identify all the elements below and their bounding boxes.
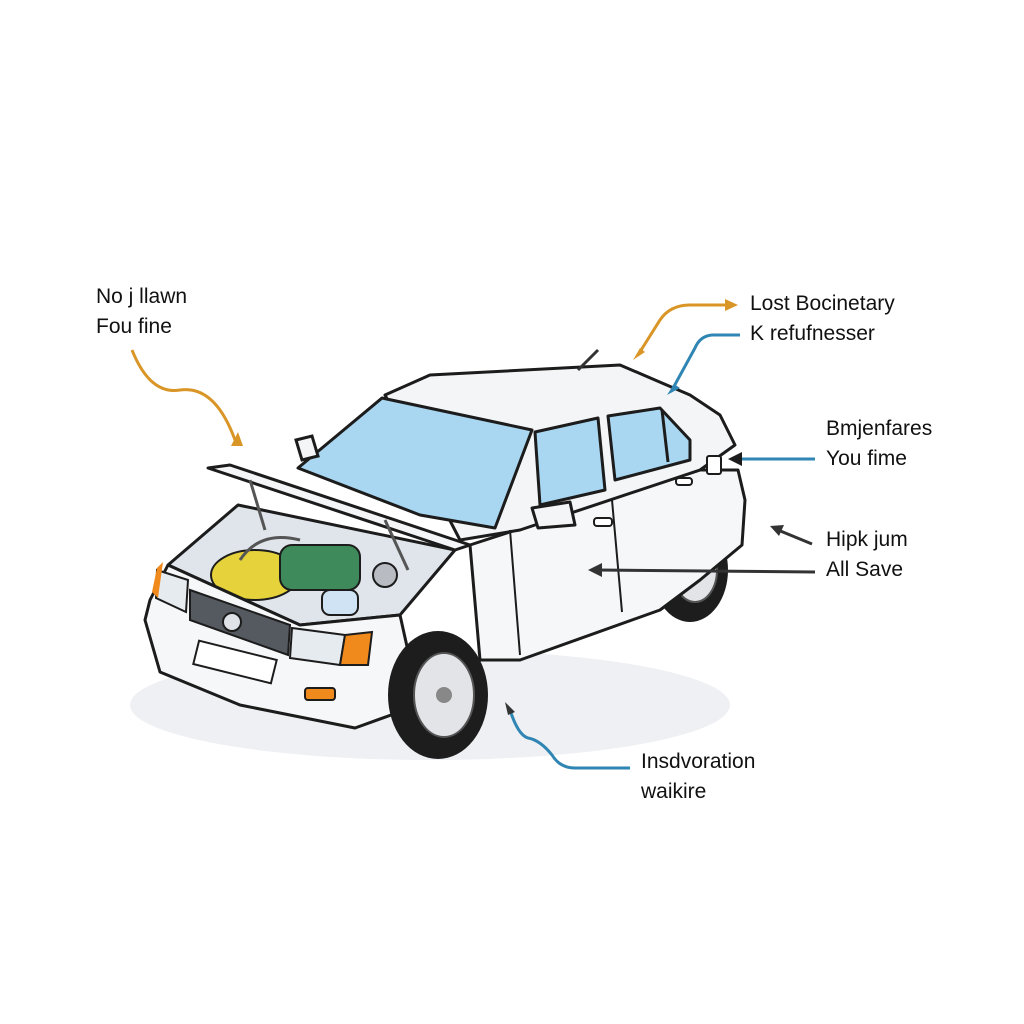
windshield (296, 396, 534, 530)
callout-label-lower-right: Hipk jum All Save (826, 525, 908, 585)
door-handle-rear (675, 477, 693, 486)
fuel-cap (706, 455, 722, 475)
callout-text: Bmjenfares (826, 417, 933, 440)
callout-label-mid-right: Bmjenfares You fime (826, 414, 932, 474)
engine (210, 536, 398, 616)
door-handle-front (593, 517, 613, 527)
front-side-window (533, 416, 607, 507)
callout-label-top-right: Lost Bocinetary K refufnesser (750, 289, 895, 349)
callout-label-bottom: Insdvoration waikire (641, 747, 755, 807)
antenna (576, 348, 600, 372)
headlight-right (288, 626, 347, 667)
callout-text: All Save (826, 558, 904, 581)
door-lines (509, 499, 623, 656)
side-mirror (530, 500, 577, 530)
brand-logo (222, 612, 242, 632)
callout-text: Lost Bocinetary (750, 292, 895, 315)
callout-text: No j llawn (96, 285, 188, 308)
callout-arrow-lower-right-short (777, 528, 813, 546)
rear-side-window (606, 406, 692, 482)
callout-text: waikire (641, 780, 707, 803)
callout-arrow-top-left (130, 349, 237, 441)
callout-text: K refufnesser (750, 322, 875, 345)
callout-arrow-bottom (508, 709, 630, 770)
license-plate (192, 639, 278, 685)
callout-arrow-top-right-blue (670, 333, 740, 391)
open-hood (206, 463, 472, 552)
callout-arrow-top-right-orange (636, 303, 725, 356)
callout-text: Insdvoration (641, 750, 756, 773)
callout-text: Hipk jum (826, 528, 908, 551)
callout-text: Fou fine (96, 315, 172, 338)
callout-label-top-left: No j llawn Fou fine (96, 282, 187, 342)
indicator-right (338, 630, 374, 666)
left-mirror (294, 434, 320, 462)
front-wheel (388, 631, 488, 759)
callout-arrow-lower-right-long (597, 568, 816, 574)
fog-light (304, 687, 336, 701)
callout-text: You fime (826, 447, 907, 470)
indicator-left (152, 562, 163, 598)
